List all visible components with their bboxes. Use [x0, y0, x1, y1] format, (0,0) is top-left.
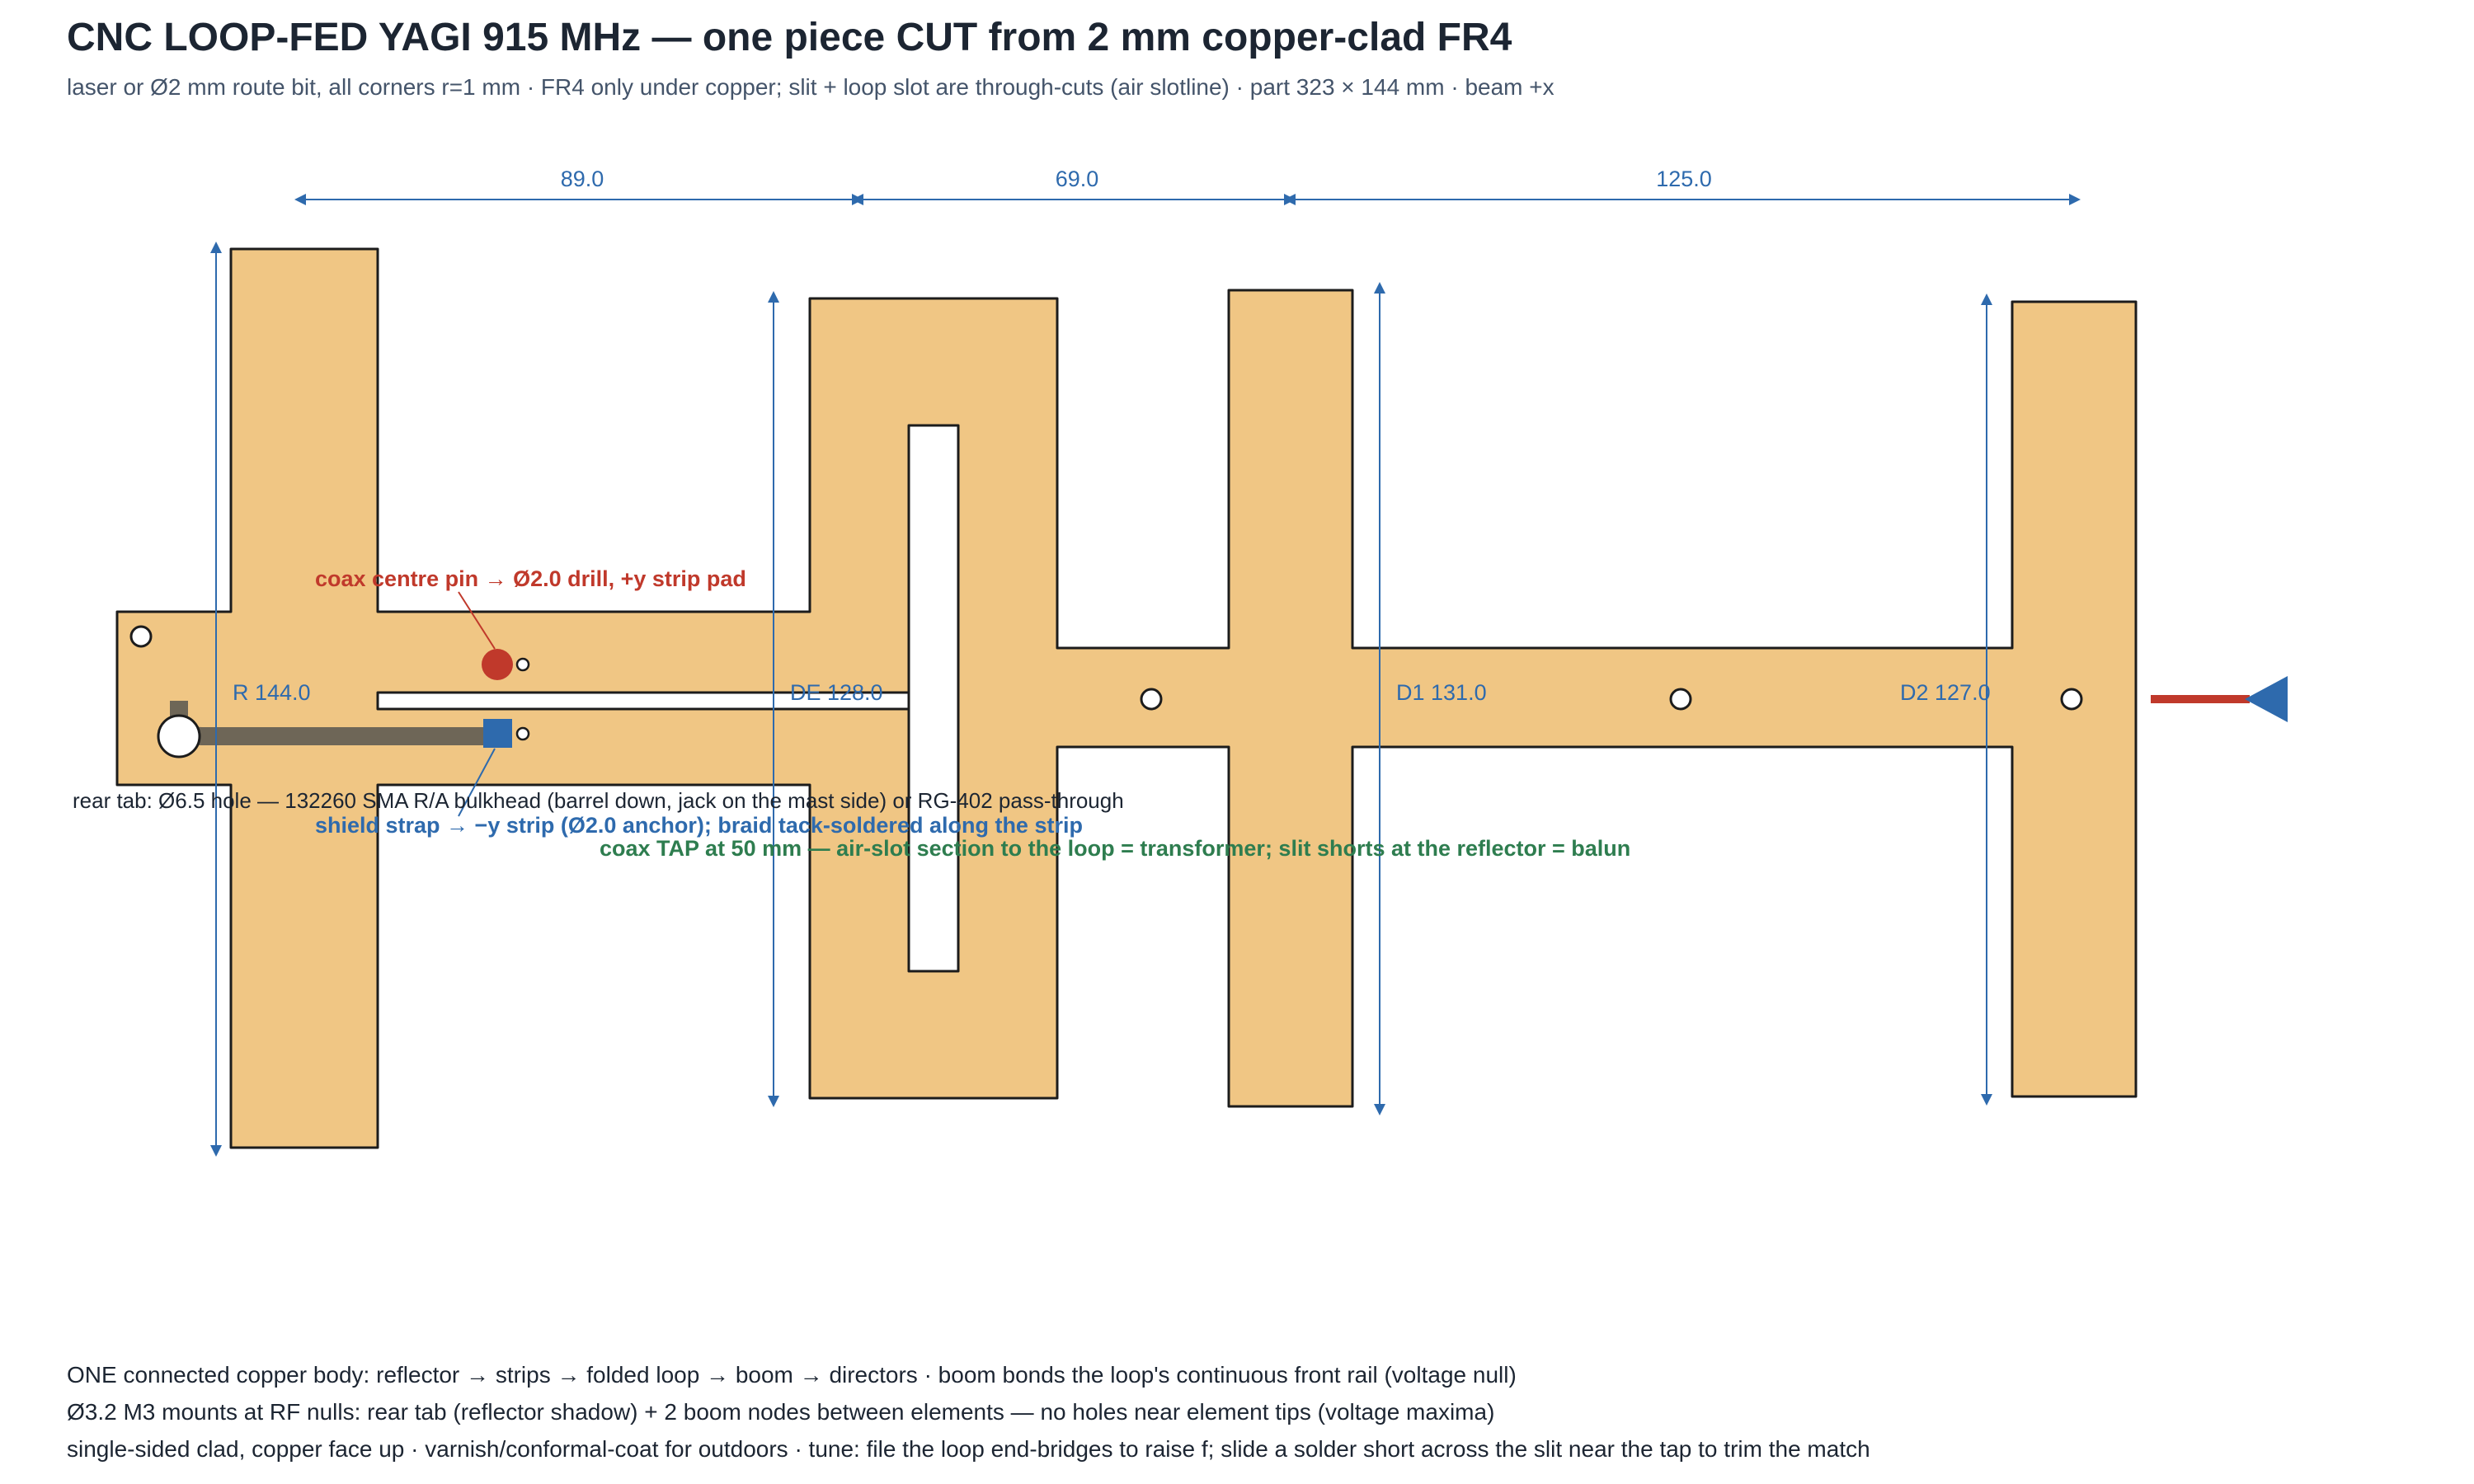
arrow-right-icon [2151, 676, 2288, 722]
page-subtitle: laser or Ø2 mm route bit, all corners r=… [67, 74, 1554, 100]
mount-hole-boom-2 [1669, 688, 1692, 711]
element-label-director2: D2 127.0 [1900, 680, 1991, 705]
shield-strap-pad [483, 719, 512, 748]
coax-centre-leader [458, 591, 496, 650]
annotations: coax centre pin → Ø2.0 drill, +y strip p… [73, 566, 1630, 861]
note-item: Ø3.2 M3 mounts at RF nulls: rear tab (re… [67, 1399, 1495, 1425]
dim-label-2: 69.0 [1056, 167, 1099, 191]
annotation-rear-tab: rear tab: Ø6.5 hole — 132260 SMA R/A bul… [73, 788, 1124, 813]
coax-centre-pad [482, 649, 513, 680]
footer-notes: ONE connected copper body: reflector → s… [67, 1356, 1870, 1468]
shield-anchor-hole [515, 726, 530, 741]
dim-label-3: 125.0 [1656, 167, 1712, 191]
mount-hole-rear-tab [129, 625, 153, 648]
beam-arrow-head [2245, 676, 2288, 722]
mount-holes [129, 625, 2083, 711]
element-dimensions: R 144.0 DE 128.0 D1 131.0 D2 127.0 [210, 242, 1992, 1157]
centre-drill-hole [515, 657, 530, 672]
element-label-reflector: R 144.0 [233, 680, 311, 705]
note-item: single-sided clad, copper face up · varn… [67, 1436, 1870, 1462]
copper-body [115, 247, 2138, 1149]
element-label-driven: DE 128.0 [790, 680, 883, 705]
shield-strap-leader [458, 748, 496, 817]
annotation-shield-strap: shield strap → −y strip (Ø2.0 anchor); b… [315, 813, 1083, 838]
coax-feed [157, 591, 530, 817]
spacing-dimensions: 89.0 69.0 125.0 [294, 167, 2081, 205]
page-title: CNC LOOP-FED YAGI 915 MHz — one piece CU… [67, 16, 1512, 59]
dim-label-1: 89.0 [561, 167, 604, 191]
copper-outline [115, 247, 2138, 1149]
annotation-coax-centre: coax centre pin → Ø2.0 drill, +y strip p… [315, 566, 746, 591]
mount-hole-front [2060, 688, 2083, 711]
note-item: ONE connected copper body: reflector → s… [67, 1362, 1517, 1388]
annotation-coax-tap: coax TAP at 50 mm — air-slot section to … [600, 836, 1630, 861]
element-label-director1: D1 131.0 [1396, 680, 1487, 705]
mount-hole-boom-1 [1140, 688, 1163, 711]
sma-bulkhead-hole [157, 714, 201, 758]
